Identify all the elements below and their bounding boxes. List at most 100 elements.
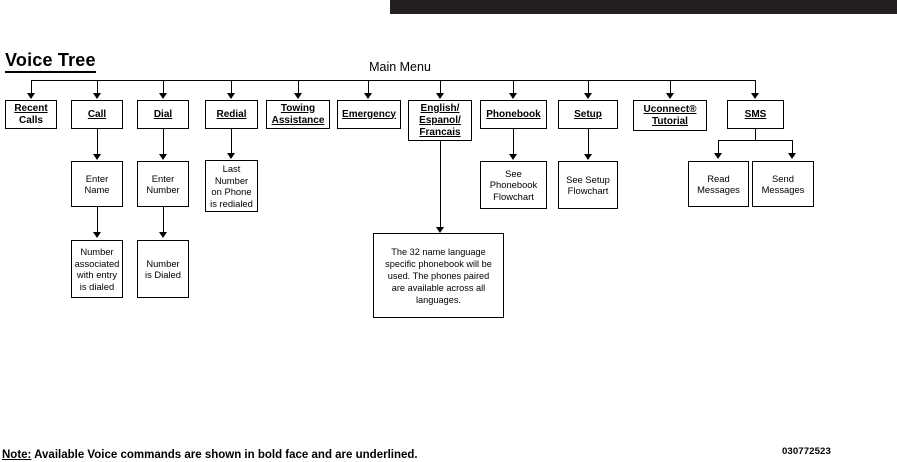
- arrow-language: [436, 93, 444, 99]
- drop-towing-assistance: [298, 80, 299, 94]
- node-recent-calls-label: Recent Calls: [14, 103, 47, 127]
- arrow-sms: [751, 93, 759, 99]
- node-send-messages-label: Send Messages: [762, 173, 805, 196]
- node-sms[interactable]: SMS: [727, 100, 784, 129]
- arrow-recent-calls: [27, 93, 35, 99]
- node-language-note-line1: The 32 name language: [391, 246, 486, 257]
- node-uconnect-tutorial-label: Uconnect® Tutorial: [644, 104, 697, 128]
- node-see-phonebook-flowchart-line2: Phonebook: [489, 179, 538, 191]
- node-number-is-dialed[interactable]: Number is Dialed: [137, 240, 189, 298]
- drop-sms: [755, 80, 756, 94]
- node-redial-label: Redial: [216, 109, 246, 121]
- arrow-phonebook: [509, 93, 517, 99]
- node-dial-line1: Dial: [153, 108, 173, 120]
- arrow-towing-assistance: [294, 93, 302, 99]
- node-towing-assistance-line1: Towing: [280, 102, 316, 114]
- node-uconnect-tutorial[interactable]: Uconnect® Tutorial: [633, 100, 707, 131]
- node-number-associated-dialed-line1: Number: [80, 246, 114, 257]
- node-see-setup-flowchart-label: See Setup Flowchart: [566, 174, 610, 197]
- drop-emergency: [368, 80, 369, 94]
- drop-phonebook: [513, 80, 514, 94]
- node-send-messages[interactable]: Send Messages: [752, 161, 814, 207]
- node-read-messages[interactable]: Read Messages: [688, 161, 749, 207]
- arrow-last-number: [227, 153, 235, 159]
- node-setup-label: Setup: [574, 109, 602, 121]
- node-enter-name-line2: Name: [84, 184, 110, 195]
- arrow-dial: [159, 93, 167, 99]
- part-number: 030772523: [782, 446, 831, 457]
- connector-dial-to-enter-number: [163, 129, 164, 155]
- footnote-text: Available Voice commands are shown in bo…: [31, 449, 418, 461]
- node-language-note-line5: languages.: [416, 294, 461, 305]
- node-last-number-redialed-line3: on Phone: [211, 186, 252, 197]
- arrow-see-phonebook: [509, 154, 517, 160]
- node-redial-line1: Redial: [216, 108, 247, 120]
- arrow-number-dialed: [159, 232, 167, 238]
- node-language-note[interactable]: The 32 name language specific phonebook …: [373, 233, 504, 318]
- arrow-emergency: [364, 93, 372, 99]
- node-enter-name-label: Enter Name: [84, 173, 109, 196]
- node-call[interactable]: Call: [71, 100, 123, 129]
- footnote-prefix: Note:: [2, 449, 32, 461]
- arrow-redial: [227, 93, 235, 99]
- node-call-line1: Call: [87, 108, 107, 120]
- node-emergency[interactable]: Emergency: [337, 100, 401, 129]
- node-language-line3: Francais: [419, 126, 461, 138]
- node-last-number-redialed[interactable]: Last Number on Phone is redialed: [205, 160, 258, 212]
- node-dial-label: Dial: [154, 109, 172, 121]
- node-number-associated-dialed-line2: associated: [74, 257, 120, 269]
- node-enter-name-line1: Enter: [85, 172, 109, 184]
- connector-sms-to-send: [792, 140, 793, 154]
- node-see-phonebook-flowchart-line3: Flowchart: [493, 190, 534, 202]
- node-enter-number[interactable]: Enter Number: [137, 161, 189, 207]
- connector-call-to-enter-name: [97, 129, 98, 155]
- node-language-note-line3: used. The phones paired: [387, 270, 490, 281]
- node-language-label: English/ Espanol/ Francais: [419, 103, 461, 139]
- arrow-language-note: [436, 227, 444, 233]
- node-enter-number-label: Enter Number: [146, 173, 179, 196]
- node-language-line2: Espanol/: [419, 114, 461, 126]
- node-number-associated-dialed[interactable]: Number associated with entry is dialed: [71, 240, 123, 298]
- node-towing-assistance[interactable]: Towing Assistance: [266, 100, 330, 129]
- node-read-messages-line1: Read: [707, 172, 730, 184]
- node-enter-number-line1: Enter: [151, 172, 175, 184]
- drop-language: [440, 80, 441, 94]
- node-phonebook[interactable]: Phonebook: [480, 100, 547, 129]
- node-see-phonebook-flowchart-line1: See: [505, 167, 522, 179]
- node-see-setup-flowchart[interactable]: See Setup Flowchart: [558, 161, 618, 209]
- drop-setup: [588, 80, 589, 94]
- node-setup[interactable]: Setup: [558, 100, 618, 129]
- connector-enter-number-to-number-dialed: [163, 207, 164, 233]
- node-last-number-redialed-label: Last Number on Phone is redialed: [210, 163, 253, 209]
- node-call-label: Call: [88, 109, 106, 121]
- node-see-phonebook-flowchart-label: See Phonebook Flowchart: [490, 168, 537, 203]
- page-title: Voice Tree: [5, 50, 96, 73]
- connector-redial-to-last-number: [231, 129, 232, 154]
- node-emergency-label: Emergency: [342, 109, 396, 121]
- node-redial[interactable]: Redial: [205, 100, 258, 129]
- node-recent-calls[interactable]: Recent Calls: [5, 100, 57, 129]
- node-enter-number-line2: Number: [146, 184, 180, 195]
- drop-dial: [163, 80, 164, 94]
- arrow-send-messages: [788, 153, 796, 159]
- node-see-phonebook-flowchart[interactable]: See Phonebook Flowchart: [480, 161, 547, 209]
- node-language-note-line4: are available across all: [391, 282, 486, 293]
- node-recent-calls-line1: Recent: [14, 102, 48, 114]
- arrow-read-messages: [714, 153, 722, 159]
- node-last-number-redialed-line2: Number: [214, 174, 249, 186]
- node-read-messages-label: Read Messages: [697, 173, 740, 196]
- node-dial[interactable]: Dial: [137, 100, 189, 129]
- arrow-number-associated: [93, 232, 101, 238]
- node-towing-assistance-label: Towing Assistance: [272, 103, 325, 127]
- drop-call: [97, 80, 98, 94]
- node-enter-name[interactable]: Enter Name: [71, 161, 123, 207]
- node-towing-assistance-line2: Assistance: [271, 114, 325, 126]
- drop-recent-calls: [31, 80, 32, 94]
- node-language[interactable]: English/ Espanol/ Francais: [408, 100, 472, 141]
- drop-uconnect-tutorial: [670, 80, 671, 94]
- node-number-is-dialed-line1: Number: [146, 257, 180, 269]
- node-number-is-dialed-label: Number is Dialed: [145, 258, 181, 281]
- arrow-setup: [584, 93, 592, 99]
- node-emergency-line1: Emergency: [342, 108, 396, 120]
